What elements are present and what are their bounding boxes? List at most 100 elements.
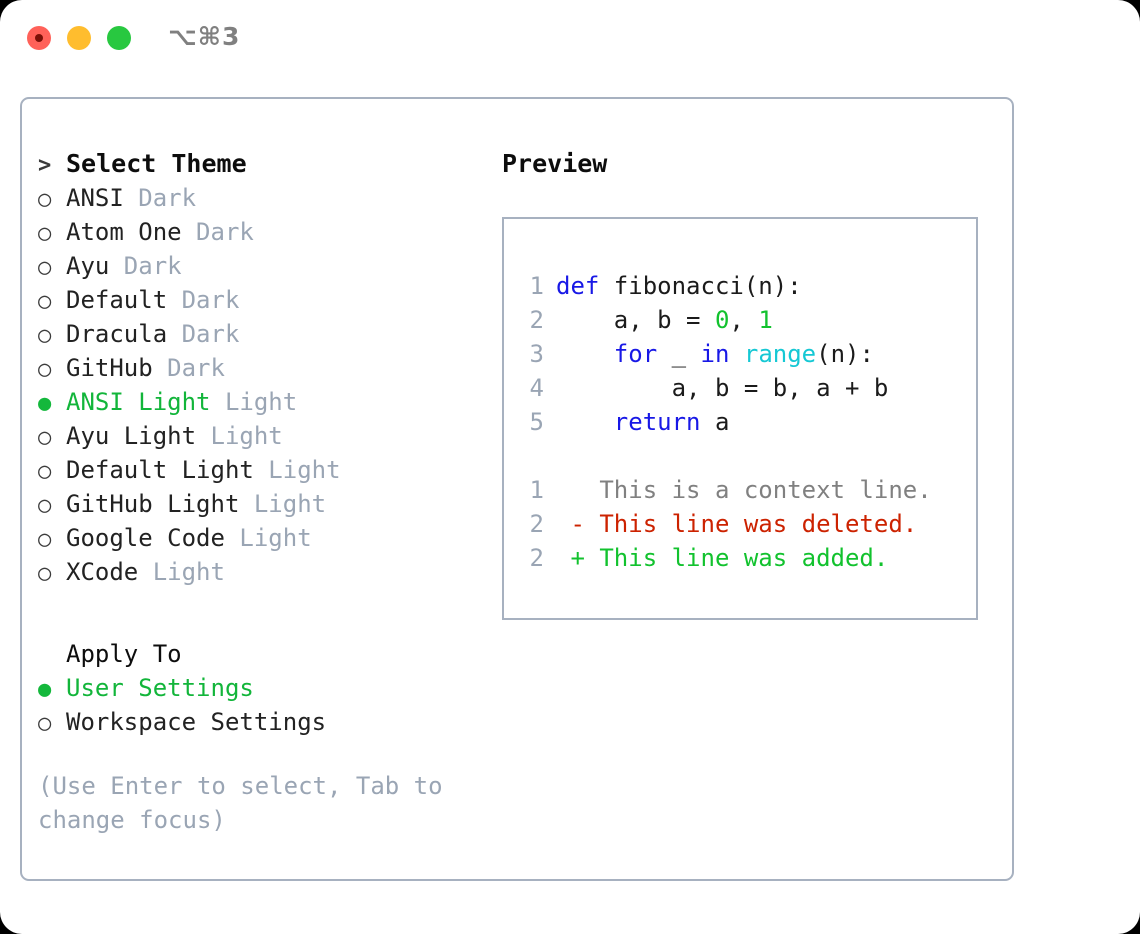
theme-name: Ayu Light	[66, 422, 197, 450]
radio-unselected-icon: ○	[38, 425, 52, 450]
code-token: range	[743, 340, 817, 368]
radio-unselected-icon: ○	[38, 323, 52, 348]
code-line: 4 a, b = b, a + b	[518, 371, 976, 405]
radio-unselected-icon: ○	[38, 493, 52, 518]
code-line: 5 return a	[518, 405, 976, 439]
page-title: Select Theme	[66, 149, 247, 178]
apply-to-option[interactable]: ○ Workspace Settings	[38, 705, 478, 739]
code-line: 3 for _ in range(n):	[518, 337, 976, 371]
preview-heading: Preview	[502, 149, 608, 178]
theme-name: Default Light	[66, 456, 254, 484]
line-number: 5	[529, 408, 544, 436]
theme-name: GitHub Light	[66, 490, 240, 518]
line-number: 1	[529, 476, 544, 504]
theme-variant-badge: Light	[138, 558, 225, 586]
code-line: 2 a, b = 0, 1	[518, 303, 976, 337]
line-number: 4	[529, 374, 544, 402]
diff-sample: 1 This is a context line. 2 - This line w…	[518, 473, 976, 575]
line-number: 1	[529, 272, 544, 300]
theme-variant-badge: Dark	[123, 184, 197, 212]
theme-list: ○ANSI Dark○Atom One Dark○Ayu Dark○Defaul…	[38, 181, 478, 589]
radio-selected-icon: ●	[38, 391, 52, 416]
section-spacer	[38, 589, 478, 637]
theme-variant-badge: Light	[210, 388, 298, 416]
theme-name: ANSI Light	[66, 388, 211, 416]
code-token: def	[556, 272, 600, 300]
code-token: ,	[729, 306, 759, 334]
maximize-window-button[interactable]	[107, 26, 131, 50]
theme-name: Dracula	[66, 320, 168, 348]
code-token	[556, 340, 614, 368]
diff-line: 2 - This line was deleted.	[518, 507, 976, 541]
radio-unselected-icon: ○	[38, 527, 52, 552]
code-token	[729, 340, 743, 368]
theme-name: Atom One	[66, 218, 182, 246]
code-token: 1	[758, 306, 773, 334]
line-number: 2	[529, 510, 544, 538]
code-token: (n):	[816, 340, 874, 368]
close-window-button[interactable]	[27, 26, 51, 50]
theme-variant-badge: Light	[224, 524, 312, 552]
code-token: a	[700, 408, 730, 436]
code-token: a, b = b, a + b	[556, 374, 889, 402]
theme-variant-badge: Dark	[152, 354, 225, 382]
code-line: 1 def fibonacci(n):	[518, 269, 976, 303]
code-token: in	[700, 340, 730, 368]
theme-variant-badge: Dark	[167, 286, 240, 314]
line-number: 2	[529, 544, 544, 572]
radio-unselected-icon: ○	[38, 357, 52, 382]
theme-list-item[interactable]: ○ Google Code Light	[38, 521, 478, 555]
theme-list-item[interactable]: ○ Dracula Dark	[38, 317, 478, 351]
radio-unselected-icon: ○	[38, 187, 52, 212]
radio-unselected-icon: ○	[38, 711, 52, 736]
theme-variant-badge: Dark	[109, 252, 182, 280]
apply-to-label: Workspace Settings	[66, 708, 327, 736]
apply-to-list: ●User Settings ○ Workspace Settings	[38, 671, 478, 739]
code-diff-separator	[518, 439, 976, 473]
code-token: return	[613, 408, 701, 436]
diff-text: This is a context line.	[556, 476, 932, 504]
theme-selector-column: >Select Theme ○ANSI Dark○Atom One Dark○A…	[38, 147, 478, 837]
diff-text: + This line was added.	[556, 544, 889, 572]
theme-name: Default	[66, 286, 168, 314]
keyboard-hint-text: (Use Enter to select, Tab to change focu…	[38, 772, 443, 834]
main-panel: >Select Theme ○ANSI Dark○Atom One Dark○A…	[20, 97, 1014, 881]
keyboard-shortcut-label: ⌥⌘3	[168, 22, 241, 51]
code-token	[556, 408, 614, 436]
radio-unselected-icon: ○	[38, 459, 52, 484]
theme-list-item[interactable]: ○GitHub Dark	[38, 351, 478, 385]
cursor-arrow-icon: >	[38, 153, 52, 178]
code-token: _	[657, 340, 701, 368]
theme-name: Google Code	[66, 524, 225, 552]
theme-name: ANSI	[66, 184, 124, 212]
theme-list-item[interactable]: ○ GitHub Light Light	[38, 487, 478, 521]
apply-to-option[interactable]: ●User Settings	[38, 671, 478, 705]
theme-variant-badge: Light	[239, 490, 327, 518]
line-number: 2	[529, 306, 544, 334]
code-token: fibonacci(n):	[599, 272, 802, 300]
theme-variant-badge: Dark	[167, 320, 240, 348]
code-token: for	[613, 340, 658, 368]
title-bar: ⌥⌘3	[0, 0, 1140, 78]
code-token: a, b =	[556, 306, 715, 334]
theme-variant-badge: Light	[196, 422, 283, 450]
theme-list-item[interactable]: ○ Default Dark	[38, 283, 478, 317]
theme-list-item[interactable]: ○Atom One Dark	[38, 215, 478, 249]
theme-list-item[interactable]: ○Ayu Dark	[38, 249, 478, 283]
theme-variant-badge: Dark	[181, 218, 254, 246]
theme-variant-badge: Light	[253, 456, 341, 484]
theme-name: XCode	[66, 558, 139, 586]
minimize-window-button[interactable]	[67, 26, 91, 50]
theme-list-item[interactable]: ○ Ayu Light Light	[38, 419, 478, 453]
theme-list-item[interactable]: ○XCode Light	[38, 555, 478, 589]
theme-list-item[interactable]: ○ ANSI Dark	[38, 181, 478, 215]
radio-unselected-icon: ○	[38, 255, 52, 280]
line-number: 3	[529, 340, 544, 368]
radio-unselected-icon: ○	[38, 289, 52, 314]
diff-text: - This line was deleted.	[556, 510, 918, 538]
theme-list-item[interactable]: ● ANSI Light Light	[38, 385, 478, 419]
diff-line: 2 + This line was added.	[518, 541, 976, 575]
theme-list-item[interactable]: ○ Default Light Light	[38, 453, 478, 487]
code-token: 0	[714, 306, 730, 334]
